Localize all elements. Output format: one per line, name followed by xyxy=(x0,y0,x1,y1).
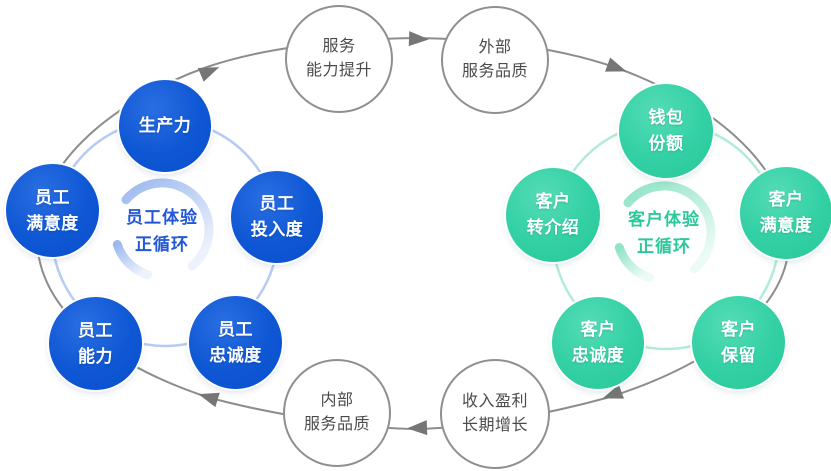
node-label: 员工 忠诚度 xyxy=(209,319,262,365)
node-label: 客户 满意度 xyxy=(759,190,813,235)
node-wallet-share: 钱包 份额 xyxy=(619,84,713,178)
node-label: 客户 忠诚度 xyxy=(571,320,625,365)
node-label: 钱包 份额 xyxy=(648,108,684,153)
node-productivity: 生产力 xyxy=(119,80,211,172)
arrowhead-icon xyxy=(602,384,624,399)
node-label: 收入盈利 长期增长 xyxy=(461,393,528,434)
node-label: 员工 满意度 xyxy=(26,187,79,233)
node-customer-satisfaction: 客户 满意度 xyxy=(740,167,831,259)
employee-cycle-center-label: 员工体验 正循环 xyxy=(126,208,198,254)
arrowhead-icon xyxy=(197,67,220,82)
node-employee-engagement: 员工 投入度 xyxy=(231,171,323,263)
node-service-capability-improvement: 服务 能力提升 xyxy=(285,5,393,113)
customer-cycle-center-label: 客户体验 正循环 xyxy=(628,210,700,256)
node-external-service-quality: 外部 服务品质 xyxy=(441,6,549,114)
node-revenue-long-term-growth: 收入盈利 长期增长 xyxy=(440,359,550,469)
node-label: 内部 服务品质 xyxy=(303,392,370,433)
node-customer-referral: 客户 转介绍 xyxy=(506,168,600,262)
node-customer-loyalty: 客户 忠诚度 xyxy=(552,297,644,389)
node-label: 外部 服务品质 xyxy=(461,39,528,80)
node-label: 客户 转介绍 xyxy=(526,192,580,237)
node-label: 员工 能力 xyxy=(78,320,113,366)
node-label: 员工 投入度 xyxy=(250,194,304,239)
flow-arrowheads xyxy=(197,31,627,436)
node-label: 生产力 xyxy=(138,116,192,135)
arrowhead-icon xyxy=(605,57,627,72)
node-employee-capability: 员工 能力 xyxy=(49,297,142,390)
node-employee-loyalty: 员工 忠诚度 xyxy=(189,296,282,389)
arrowhead-icon xyxy=(407,420,428,436)
node-employee-satisfaction: 员工 满意度 xyxy=(6,164,99,257)
node-label: 服务 能力提升 xyxy=(305,38,372,79)
arrowhead-icon xyxy=(198,392,220,408)
arrowhead-icon xyxy=(408,31,429,47)
node-label: 客户 保留 xyxy=(721,319,756,365)
node-internal-service-quality: 内部 服务品质 xyxy=(283,359,391,467)
employee-spinner-icon xyxy=(112,178,214,280)
node-customer-retention: 客户 保留 xyxy=(692,296,785,389)
customer-spinner-icon xyxy=(614,181,716,283)
